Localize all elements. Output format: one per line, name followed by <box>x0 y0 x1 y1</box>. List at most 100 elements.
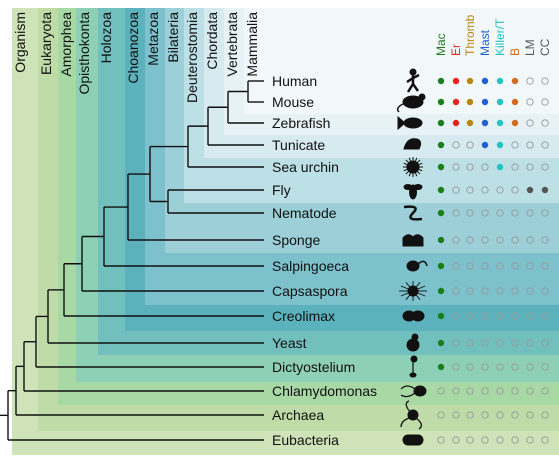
nematode-icon <box>403 205 423 221</box>
presence-dot-tunicate-er <box>452 141 460 149</box>
zebrafish-icon <box>397 115 423 131</box>
clade-label-metazoa: Metazoa <box>145 12 161 66</box>
clade-label-amorphea: Amorphea <box>58 12 74 77</box>
presence-dot-sea-urchin-er <box>452 163 460 171</box>
presence-dot-mouse-mast <box>481 98 489 106</box>
archaea-icon <box>400 400 423 430</box>
presence-dot-sea-urchin-thromb <box>466 163 474 171</box>
presence-dot-salpingoeca-b <box>511 262 519 270</box>
presence-dot-yeast-mac <box>437 339 445 347</box>
eubacteria-icon <box>402 434 424 446</box>
presence-dot-zebrafish-b <box>511 119 519 127</box>
phylogenetic-tree <box>0 80 264 441</box>
presence-dot-zebrafish-lm <box>526 119 534 127</box>
presence-dot-chlamydomonas-killert <box>496 387 504 395</box>
presence-dot-dictyostelium-thromb <box>466 363 474 371</box>
chlamydomonas-icon <box>400 385 427 398</box>
presence-dot-chlamydomonas-lm <box>526 387 534 395</box>
species-label-zebrafish: Zebrafish <box>272 115 330 131</box>
presence-dot-eubacteria-mac <box>437 436 445 444</box>
presence-dot-dictyostelium-er <box>452 363 460 371</box>
presence-dot-sponge-mast <box>481 236 489 244</box>
presence-dot-salpingoeca-er <box>452 262 460 270</box>
presence-dot-creolimax-mac <box>437 312 445 320</box>
species-label-eubacteria: Eubacteria <box>272 432 339 448</box>
presence-dot-fly-mac <box>437 186 445 194</box>
presence-dot-tunicate-b <box>511 141 519 149</box>
presence-dot-yeast-lm <box>526 339 534 347</box>
presence-dot-eubacteria-b <box>511 436 519 444</box>
cell-type-header-er: Er <box>449 44 463 56</box>
presence-dot-nematode-killert <box>496 209 504 217</box>
presence-dot-nematode-cc <box>541 209 549 217</box>
presence-dot-fly-er <box>452 186 460 194</box>
presence-dot-eubacteria-thromb <box>466 436 474 444</box>
presence-dot-salpingoeca-mast <box>481 262 489 270</box>
presence-dot-sea-urchin-b <box>511 163 519 171</box>
clade-label-holozoa: Holozoa <box>98 12 114 64</box>
presence-dot-yeast-thromb <box>466 339 474 347</box>
mouse-icon <box>396 93 426 113</box>
presence-dot-chlamydomonas-er <box>452 387 460 395</box>
presence-dot-sea-urchin-mast <box>481 163 489 171</box>
presence-dot-zebrafish-mac <box>437 119 445 127</box>
presence-dot-capsaspora-killert <box>496 287 504 295</box>
tunicate-icon <box>403 138 422 150</box>
presence-dot-zebrafish-er <box>452 119 460 127</box>
clade-label-chordata: Chordata <box>204 12 220 70</box>
presence-dot-capsaspora-cc <box>541 287 549 295</box>
presence-dot-archaea-er <box>452 411 460 419</box>
presence-dot-archaea-killert <box>496 411 504 419</box>
clade-label-choanozoa: Choanozoa <box>125 12 141 84</box>
species-label-sponge: Sponge <box>272 232 320 248</box>
presence-matrix <box>437 77 549 444</box>
dictyostelium-icon <box>409 355 418 378</box>
presence-dot-archaea-lm <box>526 411 534 419</box>
presence-dot-capsaspora-b <box>511 287 519 295</box>
presence-dot-dictyostelium-mac <box>437 363 445 371</box>
clade-label-opisthokonta: Opisthokonta <box>76 12 92 95</box>
presence-dot-chlamydomonas-b <box>511 387 519 395</box>
presence-dot-creolimax-er <box>452 312 460 320</box>
presence-dot-salpingoeca-mac <box>437 262 445 270</box>
presence-dot-nematode-thromb <box>466 209 474 217</box>
sea-urchin-icon <box>403 157 423 177</box>
presence-dot-capsaspora-er <box>452 287 460 295</box>
presence-dot-nematode-lm <box>526 209 534 217</box>
presence-dot-zebrafish-mast <box>481 119 489 127</box>
presence-dot-yeast-killert <box>496 339 504 347</box>
presence-dot-dictyostelium-b <box>511 363 519 371</box>
presence-dot-capsaspora-mac <box>437 287 445 295</box>
capsaspora-icon <box>399 281 427 301</box>
presence-dot-archaea-b <box>511 411 519 419</box>
presence-dot-tunicate-mast <box>481 141 489 149</box>
presence-dot-chlamydomonas-cc <box>541 387 549 395</box>
cell-type-header-b: B <box>508 48 522 56</box>
presence-dot-human-cc <box>541 77 549 85</box>
presence-dot-tunicate-lm <box>526 141 534 149</box>
presence-dot-zebrafish-killert <box>496 119 504 127</box>
presence-dot-sponge-mac <box>437 236 445 244</box>
presence-dot-sponge-er <box>452 236 460 244</box>
presence-dot-eubacteria-er <box>452 436 460 444</box>
presence-dot-salpingoeca-killert <box>496 262 504 270</box>
cell-type-header-mast: Mast <box>478 29 492 56</box>
presence-dot-mouse-lm <box>526 98 534 106</box>
presence-dot-mouse-thromb <box>466 98 474 106</box>
presence-dot-fly-cc <box>541 186 549 194</box>
clade-label-deuterostomia: Deuterostomia <box>184 12 200 103</box>
cell-type-header-cc: CC <box>538 38 552 56</box>
presence-dot-fly-mast <box>481 186 489 194</box>
presence-dot-eubacteria-mast <box>481 436 489 444</box>
sponge-icon <box>402 234 424 247</box>
fly-icon <box>403 184 423 200</box>
presence-dot-capsaspora-mast <box>481 287 489 295</box>
species-label-mouse: Mouse <box>272 94 314 110</box>
species-label-sea-urchin: Sea urchin <box>272 159 339 175</box>
presence-dot-yeast-er <box>452 339 460 347</box>
presence-dot-creolimax-killert <box>496 312 504 320</box>
clade-label-vertebrata: Vertebrata <box>224 12 240 77</box>
presence-dot-human-killert <box>496 77 504 85</box>
presence-dot-capsaspora-lm <box>526 287 534 295</box>
